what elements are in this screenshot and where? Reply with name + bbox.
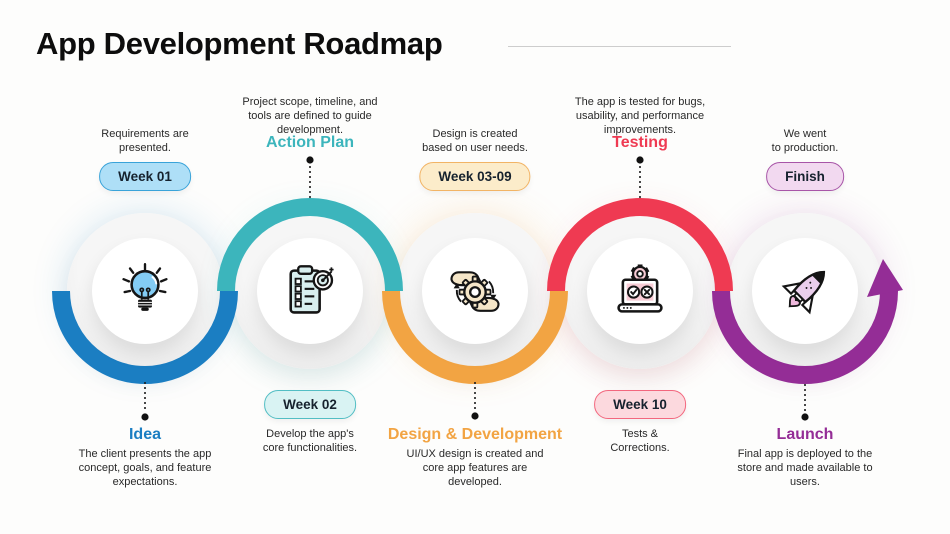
bottom-note-action-plan: Develop the app's core functionalities. [262,428,358,455]
title-divider-line [508,46,731,47]
bottom-note-idea: The client presents the app concept, goa… [78,448,212,489]
top-note-design-development: Design is created based on user needs. [422,128,528,155]
badge-week-10: Week 10 [594,390,686,419]
lightbulb-icon [122,263,168,311]
stage-icon-disc-testing [587,238,693,344]
top-note-action-plan: Project scope, timeline, and tools are d… [242,96,378,137]
stage-label-launch: Launch [776,426,834,443]
top-note-testing: The app is tested for bugs, usability, a… [574,96,706,137]
rocket-icon [781,270,826,315]
arc-testing [547,198,733,292]
connector-dot-action-plan [306,156,314,164]
top-note-idea: Requirements are presented. [101,128,189,155]
badge-week-01: Week 01 [99,162,191,191]
page-title: App Development Roadmap [36,26,443,61]
bottom-note-launch: Final app is deployed to the store and m… [737,448,873,489]
stage-icon-disc-action-plan [257,238,363,344]
connector-dot-idea [141,413,149,421]
stage-icon-disc-design-development [422,238,528,344]
stage-label-design-development: Design & Development [387,426,563,443]
laptop-testing-icon [617,264,663,313]
badge-week-03-09: Week 03-09 [419,162,531,191]
stage-label-testing: Testing [612,134,668,151]
connector-dot-launch [801,413,809,421]
badge-week-02: Week 02 [264,390,356,419]
bottom-note-design-development: UI/UX design is created and core app fea… [406,448,544,489]
gear-hands-icon [450,271,500,312]
arc-design-development [382,290,568,384]
stage-icon-disc-idea [92,238,198,344]
stage-label-idea: Idea [128,426,161,443]
wave-arrowhead-icon [867,259,903,297]
arc-idea [52,290,238,384]
arc-launch [712,290,898,384]
badge-finish: Finish [766,162,844,191]
top-note-launch: We went to production. [771,128,839,155]
connector-dot-testing [636,156,644,164]
clipboard-target-icon [289,265,334,314]
arc-action-plan [217,198,403,292]
stage-icon-disc-launch [752,238,858,344]
stage-label-action-plan: Action Plan [265,134,354,151]
bottom-note-testing: Tests & Corrections. [610,428,670,455]
connector-dot-design-development [471,412,479,420]
